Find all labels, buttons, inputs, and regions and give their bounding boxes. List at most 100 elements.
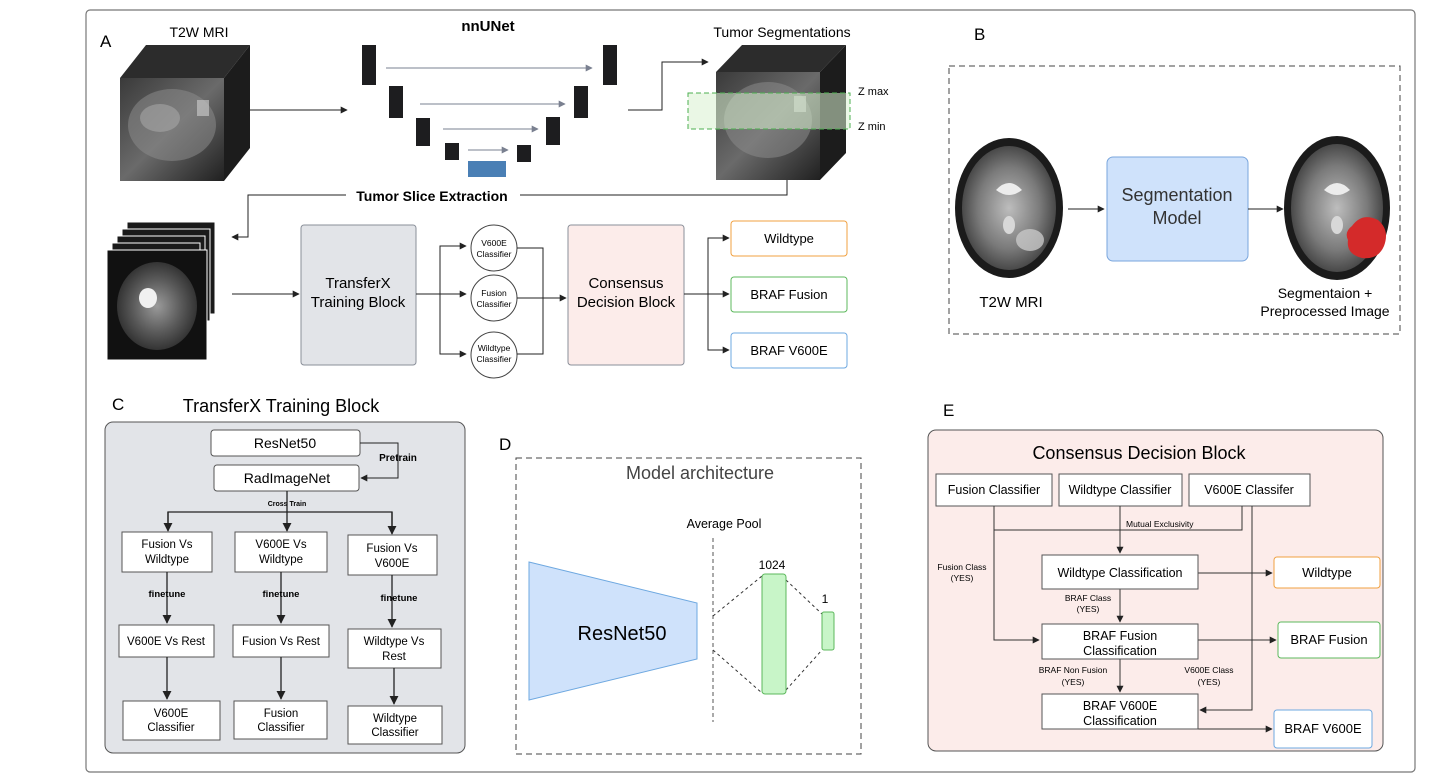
c-box-fusion-vs-wildtype	[121, 531, 213, 573]
label-panel-c-col1-out-0: V600E	[154, 708, 189, 720]
result-line2: Preprocessed Image	[1260, 303, 1389, 319]
label-panel-a-out-wildtype: Wildtype	[764, 231, 814, 246]
output-wildtype-a	[730, 220, 848, 257]
feature-vector-1024	[761, 573, 787, 695]
label-panel-e-braf-class-yes-0: BRAF Class	[1065, 593, 1111, 603]
finetune-label-3: finetune	[381, 593, 418, 604]
label-panel-c-col2-top-1: Wildtype	[259, 554, 303, 566]
nnunet-architecture	[362, 45, 617, 177]
panel-d-frame	[515, 457, 862, 755]
e-connectors	[993, 506, 1277, 733]
t2w-mri-label-b: T2W MRI	[979, 294, 1042, 311]
panel-c-frame	[104, 421, 466, 754]
label-panel-e-braf-v600e-classification-0: BRAF V600E	[1083, 699, 1157, 713]
label-panel-b-seg-model-line1: Segmentation	[1121, 185, 1232, 205]
finetune-arrows	[162, 572, 397, 628]
panel-c-title: TransferX Training Block	[183, 396, 380, 416]
c-box-fusion-vs-rest	[232, 624, 330, 658]
label-panel-a-classifier-v600e-1: Classifier	[477, 249, 512, 259]
fork-to-classifiers	[416, 242, 467, 358]
label-panel-e-braf-non-fusion-yes-0: BRAF Non Fusion	[1039, 665, 1108, 675]
finetune-label-1: finetune	[149, 589, 186, 600]
e-braf-fusion-classification-box	[1041, 623, 1199, 660]
label-panel-e-v600e-class-yes-0: V600E Class	[1184, 665, 1233, 675]
label-panel-e-braf-non-fusion-yes-1: (YES)	[1062, 677, 1085, 687]
label-panel-c-col3-top-0: Fusion Vs	[366, 543, 417, 555]
label-panel-a-classifier-v600e-0: V600E	[481, 238, 507, 248]
panel-letter-b: B	[974, 25, 985, 44]
resnet50-trapezoid	[528, 561, 698, 701]
output-v600e-a	[730, 332, 848, 369]
t2w-mri-label-a: T2W MRI	[169, 24, 228, 40]
label-panel-b-seg-model-line2: Model	[1152, 208, 1201, 228]
transferx-line2: Training Block	[311, 294, 406, 311]
label-panel-a-classifier-wildtype-0: Wildtype	[478, 343, 511, 353]
arrow-slice-extraction-2	[231, 194, 346, 241]
consensus-decision-block-a	[567, 224, 685, 366]
arrow-nnunet-to-seg	[628, 58, 709, 111]
label-panel-c-col2-mid-0: Fusion Vs Rest	[242, 636, 321, 648]
label-panel-e-fusion-class-yes-1: (YES)	[951, 573, 974, 583]
label-panel-c-col3-out-0: Wildtype	[373, 713, 417, 725]
label-panel-e-v600e-classifier: V600E Classifer	[1204, 483, 1294, 497]
result-line1: Segmentaion +	[1278, 285, 1373, 301]
merge-to-consensus	[517, 247, 567, 355]
panel-letter-a: A	[100, 32, 112, 51]
e-v600e-classifier-box	[1188, 473, 1311, 507]
label-panel-e-out-wildtype: Wildtype	[1302, 565, 1352, 580]
classifier-v600e-circle: V600E Classifier	[470, 224, 518, 272]
cross-train-fork	[163, 491, 397, 535]
t2w-mri-cube	[120, 45, 250, 181]
label-panel-c-col3-out-1: Classifier	[371, 727, 418, 739]
zmin-label: Z min	[858, 121, 886, 133]
c-box-v600e-vs-wildtype	[234, 531, 328, 573]
label-panel-c-col2-top-0: V600E Vs	[255, 539, 306, 551]
label-panel-c-col1-top-1: Wildtype	[145, 554, 189, 566]
panel-letter-d: D	[499, 435, 511, 454]
label-panel-e-out-v600e: BRAF V600E	[1284, 721, 1362, 736]
to-classifier-arrows	[162, 657, 399, 705]
label-panel-c-radimagenet: RadImageNet	[244, 470, 330, 486]
panel-letter-c: C	[112, 395, 124, 414]
nnunet-label: nnUNet	[461, 18, 514, 35]
label-panel-e-braf-fusion-classification-1: Classification	[1083, 644, 1157, 658]
axial-slice-stack	[106, 221, 216, 361]
tumor-mask	[1346, 217, 1386, 259]
e-wildtype-classification-box	[1041, 554, 1199, 590]
tumor-seg-cube	[687, 45, 851, 180]
panel-letter-e: E	[943, 401, 954, 420]
t2w-axial-brain	[955, 138, 1063, 278]
label-panel-c-col3-mid-0: Wildtype Vs	[364, 636, 425, 648]
e-output-fusion	[1277, 621, 1381, 659]
pretrain-arrow	[360, 442, 399, 482]
transferx-line1: TransferX	[325, 275, 390, 292]
arrow-slice-extraction	[520, 180, 788, 196]
label-panel-c-col2-out-0: Fusion	[264, 708, 299, 720]
label-panel-a-classifier-fusion-1: Classifier	[477, 299, 512, 309]
e-fusion-classifier-box	[935, 473, 1053, 507]
e-wildtype-classifier-box	[1058, 473, 1183, 507]
label-panel-a-classifier-wildtype-1: Classifier	[477, 354, 512, 364]
segmented-brain	[1284, 136, 1390, 280]
label-panel-a-out-v600e: BRAF V600E	[750, 343, 828, 358]
panel-d-title: Model architecture	[626, 463, 774, 483]
label-panel-a-out-fusion: BRAF Fusion	[750, 287, 827, 302]
c-box-v600e-classifier	[122, 700, 221, 741]
label-panel-c-col2-out-1: Classifier	[257, 722, 304, 734]
label-panel-c-resnet: ResNet50	[254, 435, 316, 451]
label-panel-e-braf-class-yes-1: (YES)	[1077, 604, 1100, 614]
mutual-exclusivity-label: Mutual Exclusivity	[1126, 519, 1194, 529]
label-panel-a-classifier-fusion-0: Fusion	[481, 288, 507, 298]
label-panel-c-col1-out-1: Classifier	[147, 722, 194, 734]
panel-e-title: Consensus Decision Block	[1032, 443, 1246, 463]
label-panel-c-col3-top-1: V600E	[375, 558, 410, 570]
outer-frame	[85, 9, 1416, 773]
c-box-fusion-classifier	[233, 700, 328, 740]
label-panel-c-col3-mid-1: Rest	[382, 651, 406, 663]
label-panel-e-fusion-classifier: Fusion Classifier	[948, 483, 1040, 497]
classifier-fusion-circle: Fusion Classifier	[470, 274, 518, 322]
output-fusion-a	[730, 276, 848, 313]
c-box-v600e-vs-rest	[118, 624, 215, 658]
panel-b-frame	[948, 65, 1401, 335]
